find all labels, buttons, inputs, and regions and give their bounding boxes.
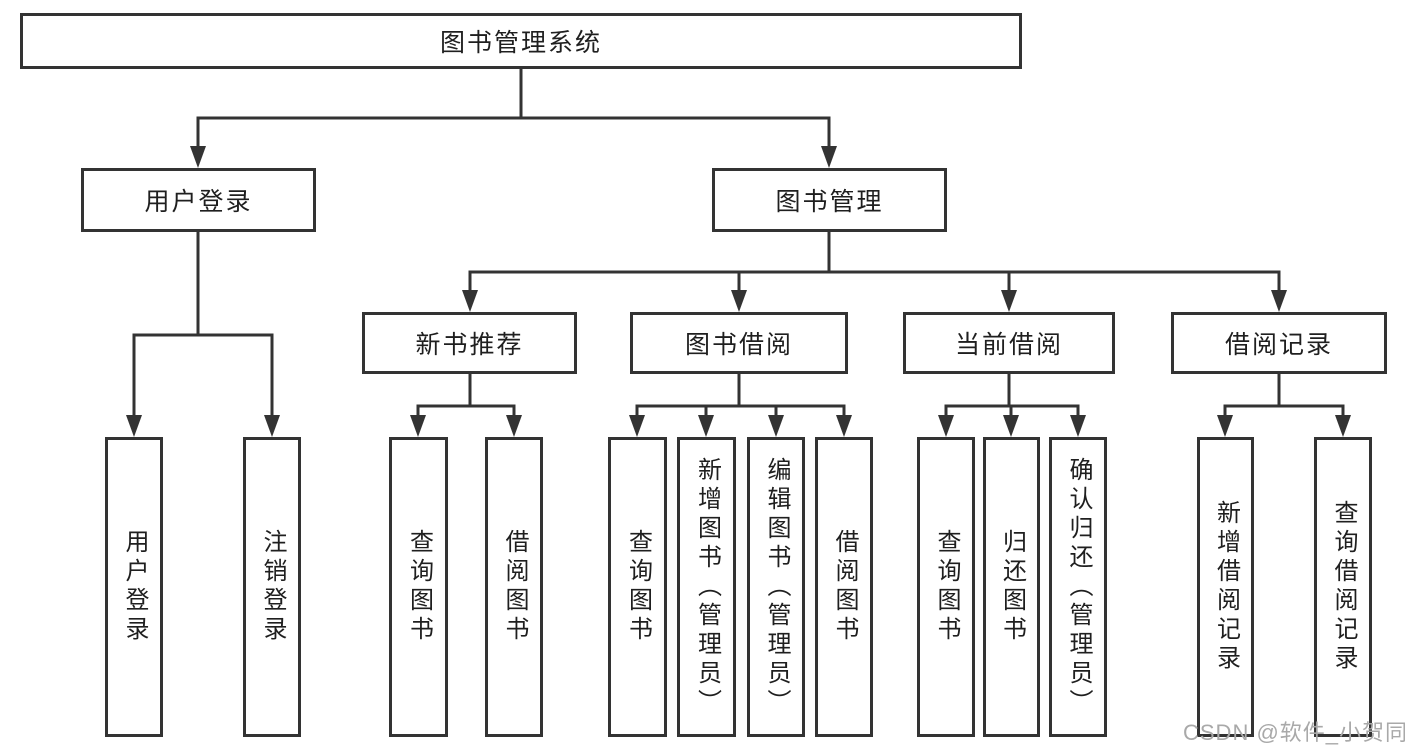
leaf-logout: 注销登录: [243, 437, 301, 737]
node-new-book-recommend: 新书推荐: [362, 312, 577, 374]
arrowhead: [836, 415, 852, 437]
connector-new-book-recommend: [410, 372, 522, 437]
arrowhead: [1001, 290, 1017, 312]
arrowhead: [731, 290, 747, 312]
node-user-login: 用户登录: [81, 168, 316, 232]
node-current-borrow: 当前借阅: [903, 312, 1115, 374]
arrowhead: [768, 415, 784, 437]
arrowhead: [1003, 415, 1019, 437]
connector-book-borrow: [629, 372, 852, 437]
arrowhead: [698, 415, 714, 437]
leaf-borrow-book-recommend: 借阅图书: [485, 437, 543, 737]
arrowhead: [1335, 415, 1351, 437]
connector-current-borrow: [938, 372, 1086, 437]
arrowhead: [462, 290, 478, 312]
connector-book-management: [462, 230, 1287, 312]
watermark: CSDN @软件_小贺同学: [1183, 720, 1405, 745]
arrowhead: [1070, 415, 1086, 437]
leaf-query-borrow-record: 查询借阅记录: [1314, 437, 1372, 737]
leaf-add-borrow-record: 新增借阅记录: [1197, 437, 1254, 737]
arrowhead: [126, 415, 142, 437]
leaf-confirm-return-admin: 确认归还（管理员）: [1049, 437, 1107, 737]
connector-user-login: [126, 230, 280, 437]
node-borrow-records: 借阅记录: [1171, 312, 1387, 374]
leaf-user-login: 用户登录: [105, 437, 163, 737]
arrowhead: [629, 415, 645, 437]
arrowhead: [1271, 290, 1287, 312]
arrowhead: [1217, 415, 1233, 437]
connector-borrow-records: [1217, 372, 1351, 437]
leaf-query-book-current: 查询图书: [917, 437, 975, 737]
leaf-borrow-book: 借阅图书: [815, 437, 873, 737]
leaf-query-book-borrow: 查询图书: [608, 437, 667, 737]
arrowhead: [410, 415, 426, 437]
arrowhead: [264, 415, 280, 437]
arrowhead: [938, 415, 954, 437]
leaf-return-book: 归还图书: [983, 437, 1040, 737]
node-root-system: 图书管理系统: [20, 13, 1022, 69]
leaf-query-book-recommend: 查询图书: [389, 437, 448, 737]
arrowhead: [821, 146, 837, 168]
node-book-borrow: 图书借阅: [630, 312, 848, 374]
arrowhead: [506, 415, 522, 437]
leaf-add-book-admin: 新增图书（管理员）: [677, 437, 736, 737]
arrowhead: [190, 146, 206, 168]
connector-root: [190, 67, 837, 168]
node-book-management: 图书管理: [712, 168, 947, 232]
leaf-edit-book-admin: 编辑图书（管理员）: [747, 437, 805, 737]
